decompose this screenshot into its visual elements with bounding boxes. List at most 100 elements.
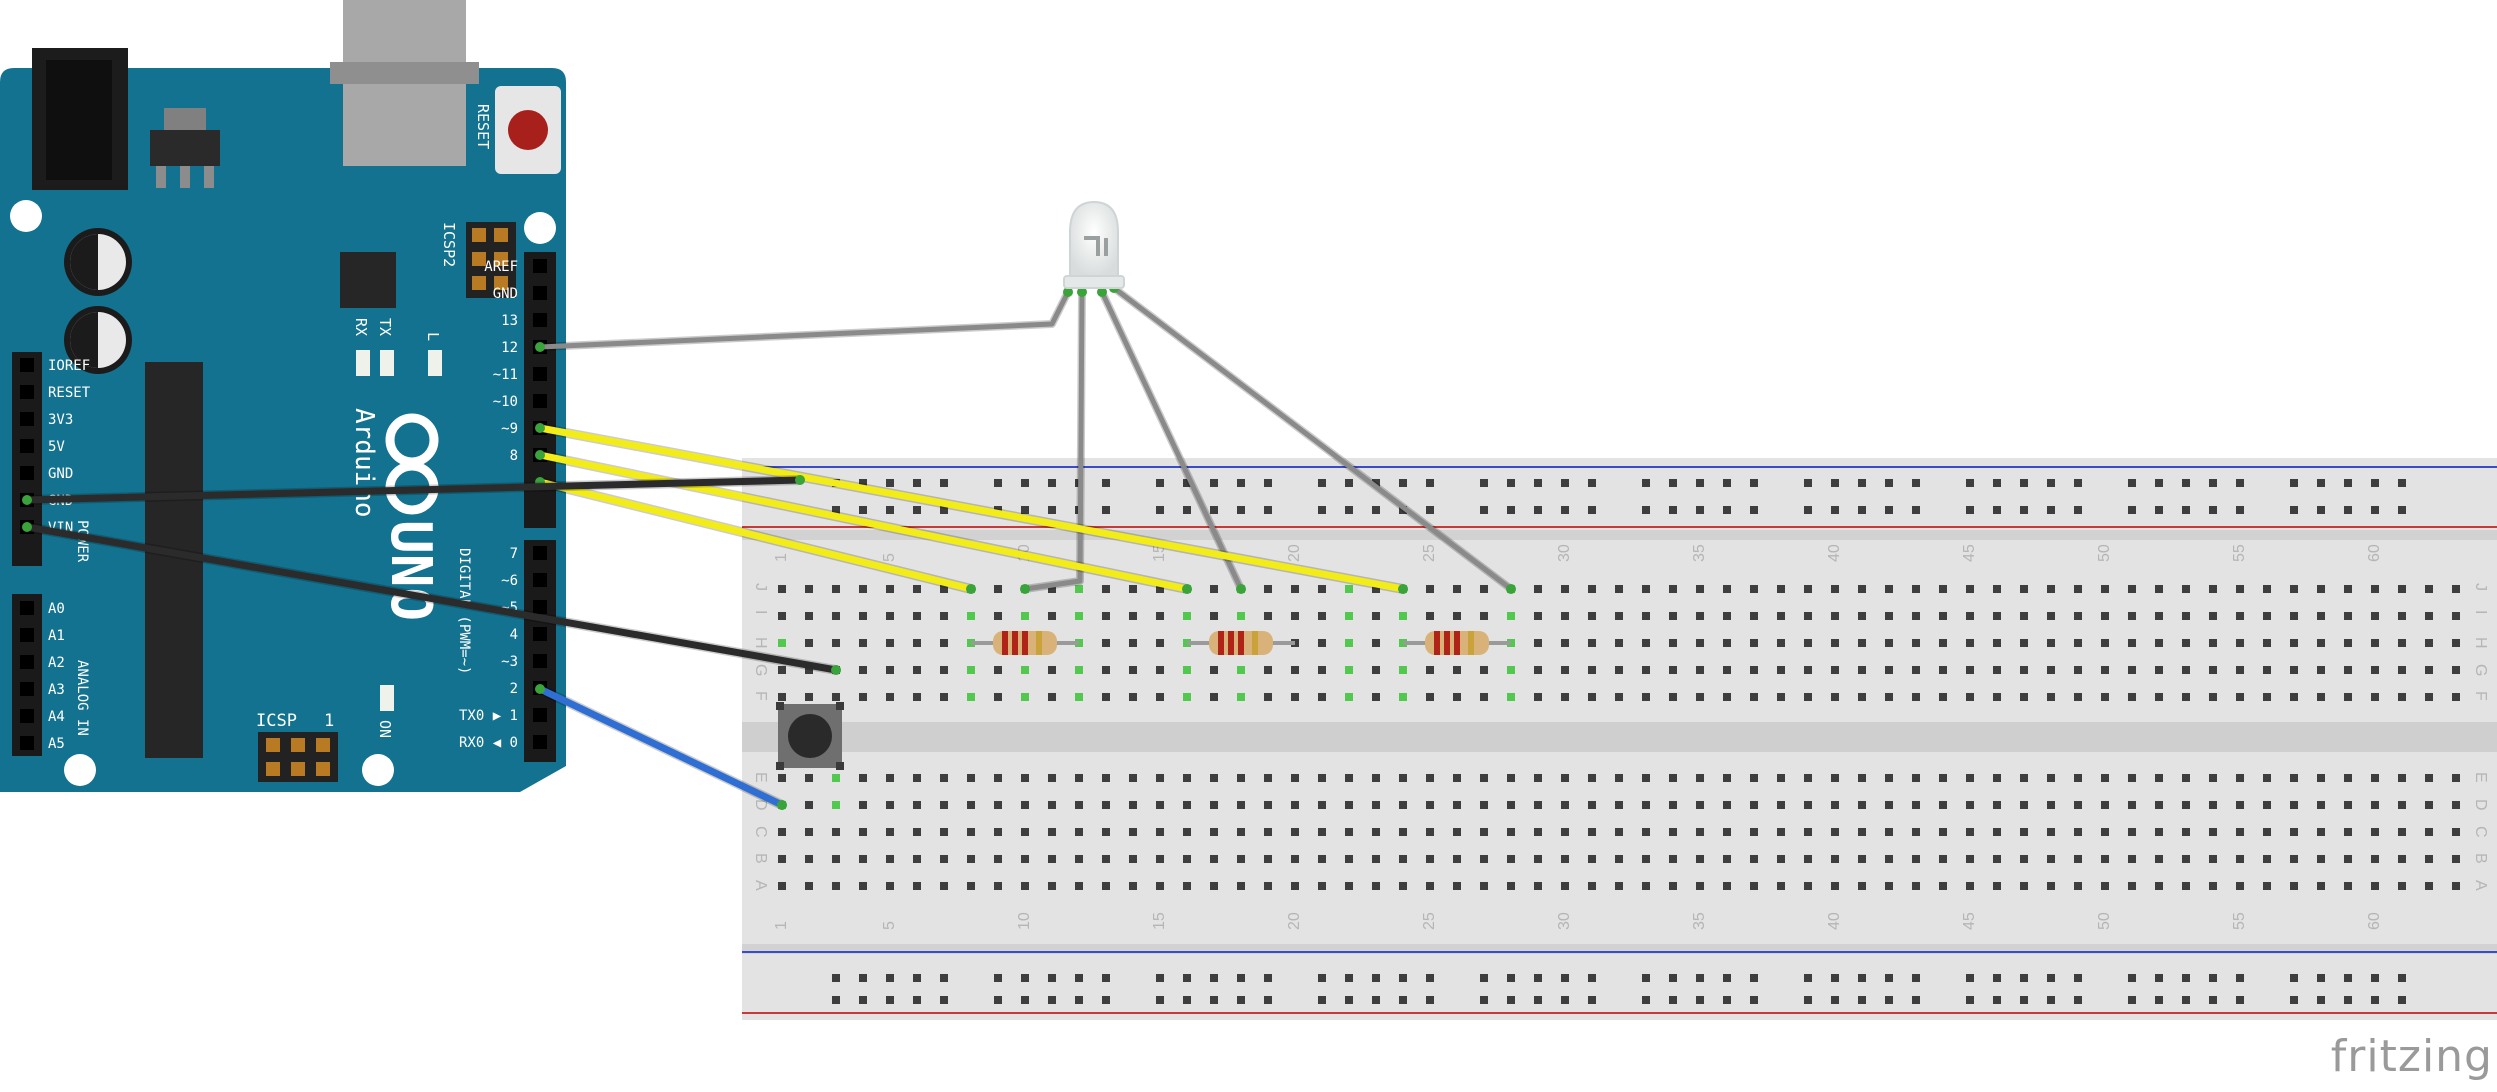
power-rail-hole [1669, 506, 1677, 514]
power-rail-hole [2182, 506, 2190, 514]
breadboard-hole [1642, 639, 1650, 647]
power-rail-hole [1993, 974, 2001, 982]
power-rail-hole [2209, 506, 2217, 514]
breadboard-hole [1129, 801, 1137, 809]
column-number-bottom: 50 [2096, 912, 2113, 930]
breadboard-hole [1507, 612, 1515, 620]
pushbutton[interactable] [776, 702, 844, 770]
breadboard-hole [2047, 639, 2055, 647]
power-rail-hole [2290, 996, 2298, 1004]
power-rail-hole [1831, 974, 1839, 982]
ground-wire[interactable] [23, 523, 840, 674]
header-pin [533, 627, 547, 641]
breadboard-hole [1048, 666, 1056, 674]
breadboard-hole [1723, 612, 1731, 620]
breadboard-hole [1750, 612, 1758, 620]
power-rail-hole [1885, 479, 1893, 487]
breadboard-hole [859, 612, 867, 620]
row-letter: D [752, 799, 769, 811]
breadboard-hole [1021, 855, 1029, 863]
led-leg-wire[interactable] [1111, 285, 1514, 592]
breadboard-hole [1453, 666, 1461, 674]
row-letter: J [752, 583, 769, 591]
breadboard-hole [1237, 666, 1245, 674]
breadboard-hole [2398, 666, 2406, 674]
breadboard-hole [994, 666, 1002, 674]
breadboard-hole [2371, 585, 2379, 593]
pin-11-wire[interactable] [536, 424, 1407, 593]
power-rail-hole [1183, 996, 1191, 1004]
power-pin-label: GND [48, 466, 73, 482]
mounting-hole [524, 212, 556, 244]
breadboard-hole [2020, 801, 2028, 809]
breadboard-hole [1345, 693, 1353, 701]
ground-wire[interactable] [23, 476, 804, 504]
breadboard-hole [1507, 666, 1515, 674]
breadboard-hole [1453, 612, 1461, 620]
breadboard-hole [1804, 585, 1812, 593]
power-rail-hole [1345, 506, 1353, 514]
pin-9-wire[interactable] [536, 478, 975, 593]
breadboard-hole [1750, 801, 1758, 809]
breadboard-hole [1156, 585, 1164, 593]
led-leg-wire[interactable] [1022, 289, 1085, 592]
breadboard-hole [805, 855, 813, 863]
breadboard-hole [1642, 828, 1650, 836]
breadboard-hole [1561, 855, 1569, 863]
breadboard-hole [1723, 639, 1731, 647]
breadboard-hole [2074, 666, 2082, 674]
power-rail-hole [1480, 974, 1488, 982]
breadboard-hole [1615, 801, 1623, 809]
breadboard-hole [1750, 693, 1758, 701]
power-rail-hole [1750, 506, 1758, 514]
power-rail-hole [1372, 506, 1380, 514]
breadboard-hole [1642, 666, 1650, 674]
breadboard-hole [2182, 585, 2190, 593]
breadboard-hole [1156, 828, 1164, 836]
breadboard-hole [1939, 612, 1947, 620]
breadboard-hole [2074, 828, 2082, 836]
power-rail-hole [1966, 506, 1974, 514]
power-rail-hole [2398, 974, 2406, 982]
breadboard-hole [913, 612, 921, 620]
breadboard-hole [2209, 855, 2217, 863]
led-ground-wire[interactable] [537, 289, 1071, 350]
power-rail-hole [2344, 479, 2352, 487]
breadboard-hole [1939, 585, 1947, 593]
breadboard-hole [2128, 585, 2136, 593]
breadboard-hole [2425, 828, 2433, 836]
pin-2-wire[interactable] [536, 685, 786, 809]
breadboard-hole [1993, 774, 2001, 782]
breadboard-hole [778, 612, 786, 620]
tx-led [380, 350, 394, 376]
breadboard-hole [1021, 801, 1029, 809]
power-rail-hole [1480, 479, 1488, 487]
breadboard-hole [1966, 882, 1974, 890]
pin-10-wire[interactable] [536, 451, 1191, 593]
breadboard-hole [940, 612, 948, 620]
breadboard-hole [1156, 801, 1164, 809]
breadboard-hole [2047, 774, 2055, 782]
mounting-hole [64, 754, 96, 786]
column-number-bottom: 30 [1556, 912, 1573, 930]
breadboard-hole [2047, 612, 2055, 620]
led-leg-wire[interactable] [1099, 289, 1244, 592]
breadboard-hole [1696, 882, 1704, 890]
breadboard-hole [1885, 585, 1893, 593]
breadboard-hole [1750, 666, 1758, 674]
breadboard-hole [2290, 585, 2298, 593]
column-number-top: 20 [1286, 544, 1303, 562]
power-rail-hole [1399, 479, 1407, 487]
breadboard-hole [1318, 882, 1326, 890]
power-rail-hole [2371, 506, 2379, 514]
power-rail-hole [1642, 506, 1650, 514]
power-rail-hole [1831, 479, 1839, 487]
breadboard-hole [2425, 639, 2433, 647]
breadboard-hole [1129, 585, 1137, 593]
breadboard-hole [2263, 882, 2271, 890]
breadboard-hole [1507, 693, 1515, 701]
breadboard-hole [2452, 828, 2460, 836]
breadboard-hole [994, 882, 1002, 890]
column-number-bottom: 15 [1151, 912, 1168, 930]
breadboard-hole [1318, 855, 1326, 863]
